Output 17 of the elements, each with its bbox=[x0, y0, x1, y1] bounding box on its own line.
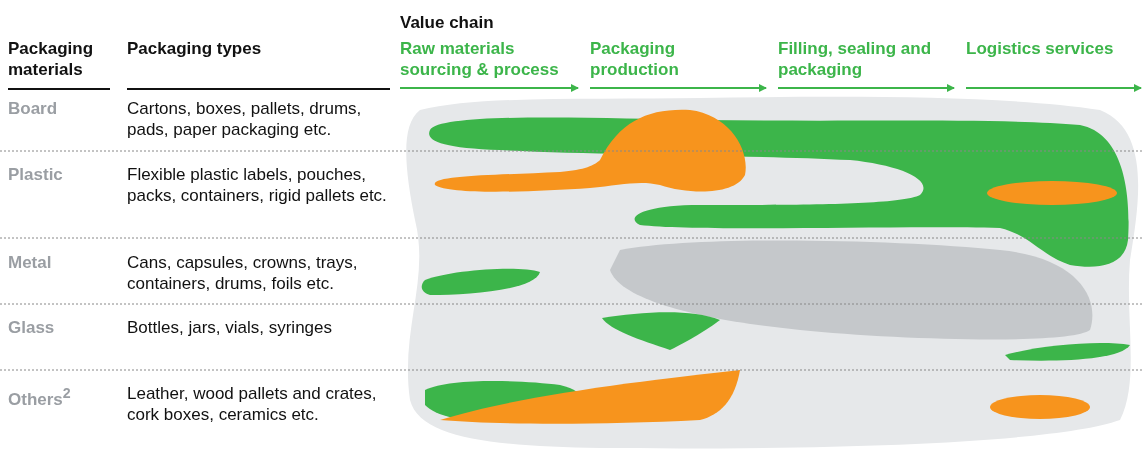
table-text: Flexible plastic labels, pouches, packs, containers, rigid pallets etc. bbox=[127, 164, 388, 206]
row-header: Plastic bbox=[8, 164, 64, 185]
row-header: Glass bbox=[8, 317, 56, 338]
stage-header: Filling, sealing and packaging bbox=[778, 38, 933, 80]
table-text: Leather, wood pallets and crates, cork boxes, ceramics etc. bbox=[127, 383, 378, 425]
row-header: Others$^{2}$ bbox=[8, 384, 72, 410]
stage-header: Logistics services bbox=[966, 38, 1115, 59]
table-text: Bottles, jars, vials, syringes bbox=[127, 317, 333, 338]
table-text: Cartons, boxes, pallets, drums, pads, paper packaging etc. bbox=[127, 98, 363, 140]
section-title: Value chain bbox=[400, 12, 495, 33]
table-text: Cans, capsules, crowns, trays, containers, drums, foils etc. bbox=[127, 252, 359, 294]
stage-header: Packaging production bbox=[590, 38, 680, 80]
column-header: Packaging types bbox=[127, 38, 263, 59]
row-header: Board bbox=[8, 98, 59, 119]
row-header: Metal bbox=[8, 252, 53, 273]
column-header: Packaging materials bbox=[8, 38, 95, 80]
stage-header: Raw materials sourcing & process bbox=[400, 38, 560, 80]
